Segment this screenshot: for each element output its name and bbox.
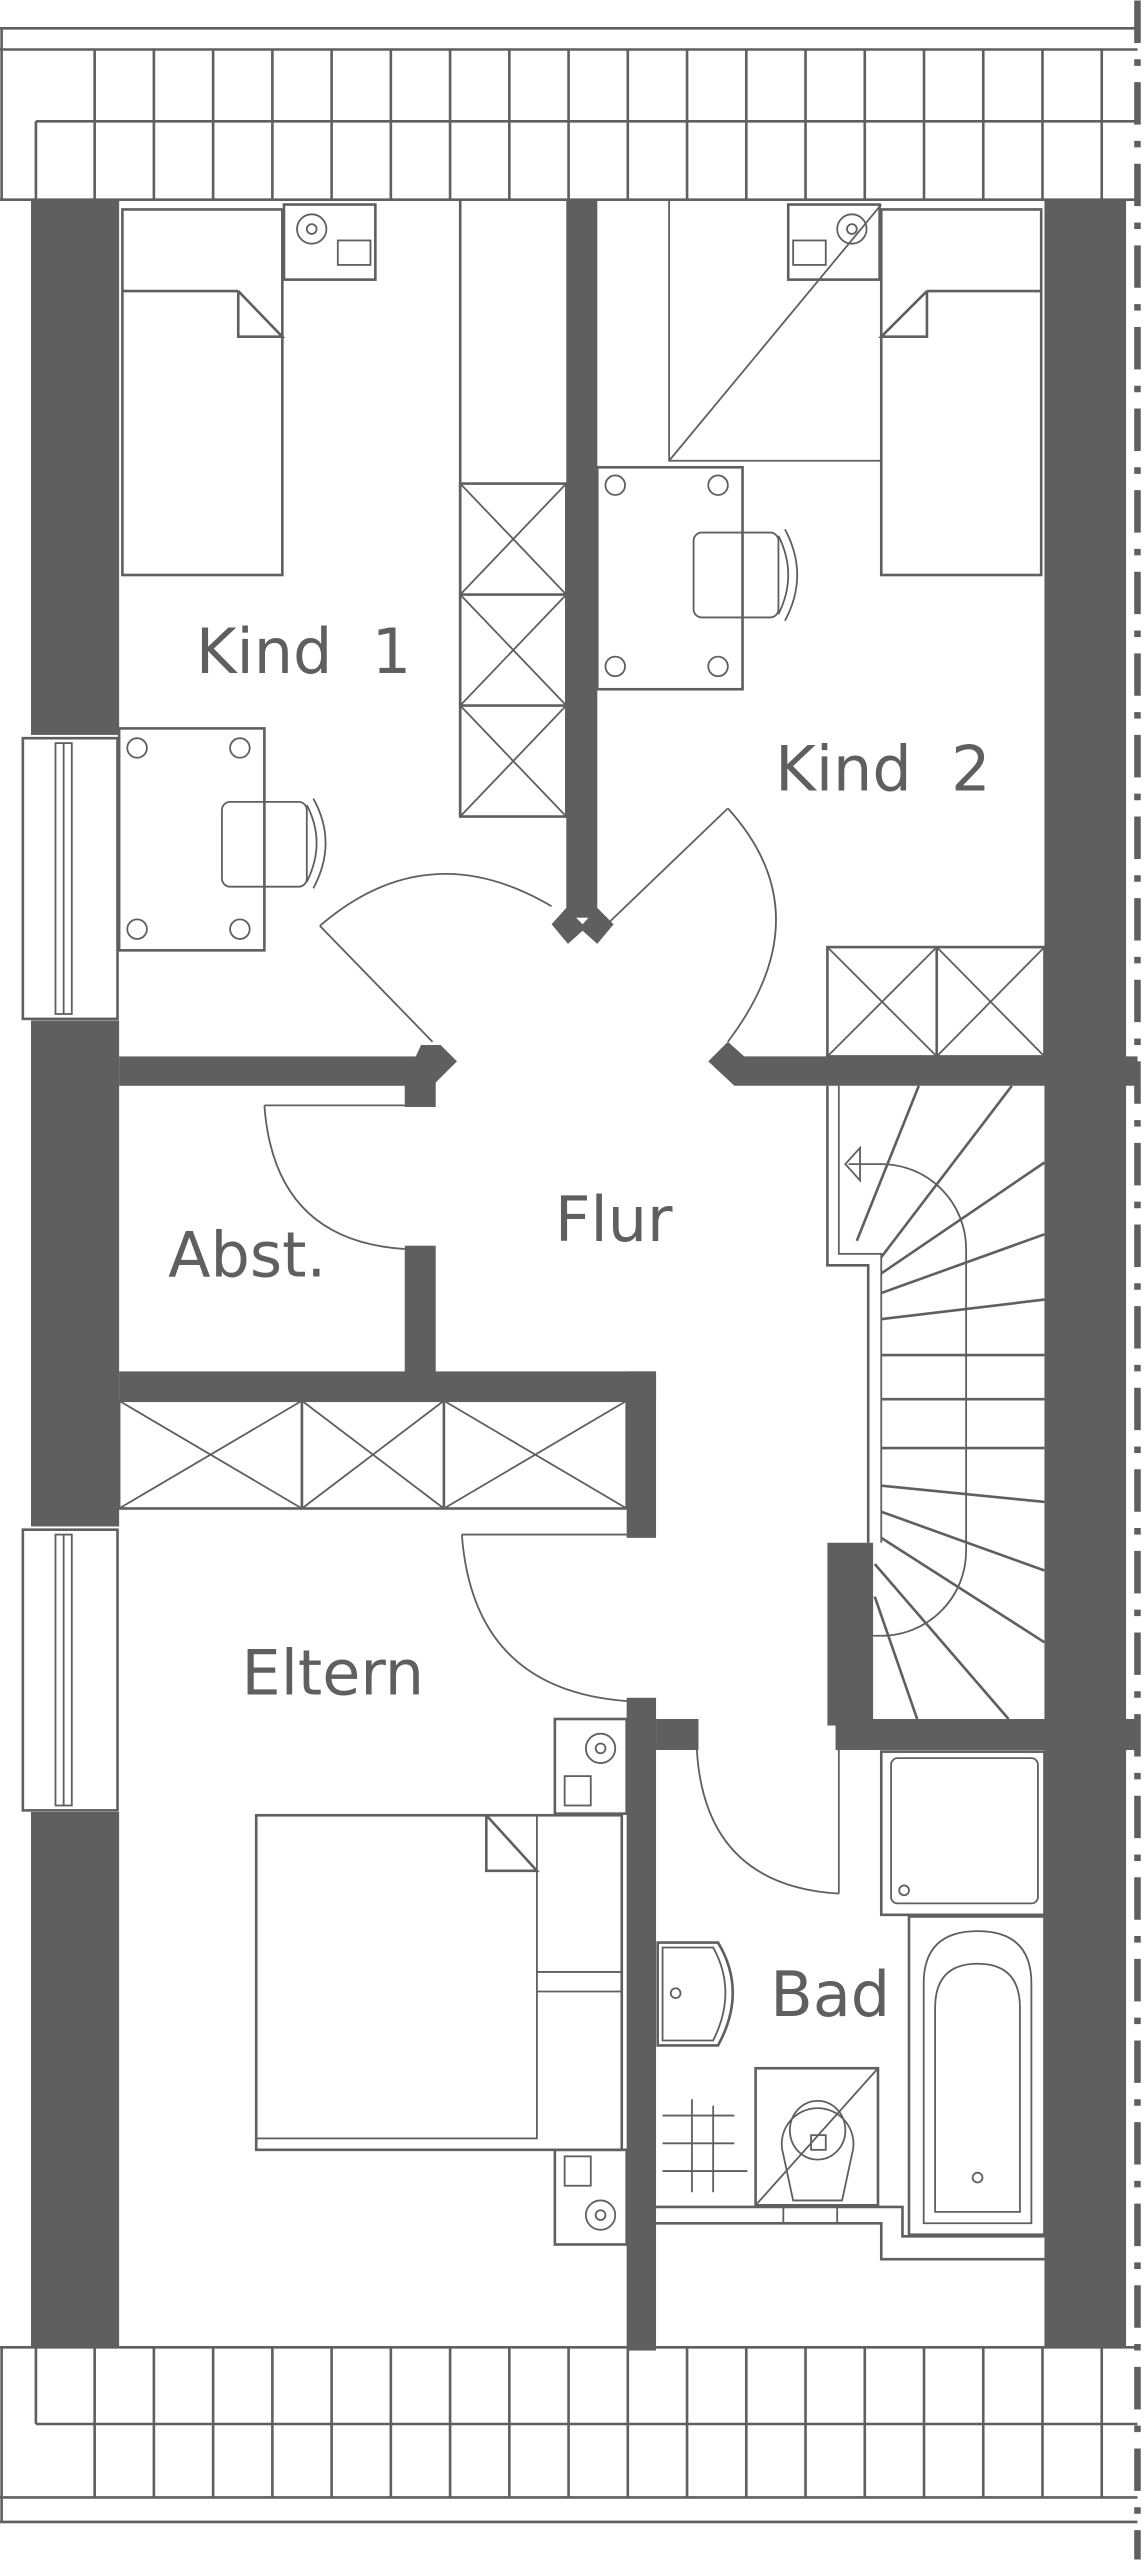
bad-ledge xyxy=(656,2205,1045,2261)
bed-kind2 xyxy=(878,208,1043,577)
desk-kind2 xyxy=(595,465,799,691)
room-label-abstell: Abst. xyxy=(168,1219,326,1292)
door-kind2 xyxy=(606,807,777,1043)
bathtub xyxy=(907,1915,1046,2236)
staircase xyxy=(826,1085,1046,1720)
roof-edge-bottom xyxy=(0,2345,1138,2524)
window-kind1 xyxy=(21,736,119,1021)
stair-tread xyxy=(873,1563,1010,1720)
bed-kind1 xyxy=(121,208,286,577)
towel-radiator xyxy=(662,2099,748,2193)
stair-tread xyxy=(880,1233,1045,1295)
room-label-kind1: Kind 1 xyxy=(196,615,411,688)
stair-tread xyxy=(855,1085,921,1242)
door-kind1 xyxy=(319,873,553,1043)
stair-tread xyxy=(880,1510,1045,1572)
desk-kind1 xyxy=(117,727,327,952)
room-label-flur: Flur xyxy=(555,1183,673,1256)
chimney-shaft xyxy=(668,199,882,462)
stair-tread xyxy=(873,1596,919,1720)
window-eltern xyxy=(21,1528,119,1812)
room-label-eltern: Eltern xyxy=(242,1637,425,1710)
stair-tread xyxy=(881,1484,1045,1504)
wardrobe-kind1 xyxy=(458,199,568,818)
walls xyxy=(31,199,1138,2351)
nightstand-eltern-top xyxy=(553,1717,628,1815)
stair-tread xyxy=(880,1085,1013,1258)
toilet xyxy=(754,2066,880,2207)
door-eltern xyxy=(460,1533,627,1702)
stair-tread xyxy=(880,1536,1046,1644)
door-bad xyxy=(695,1749,840,1895)
wardrobe-kind2 xyxy=(826,945,1046,1058)
nightstand-kind2 xyxy=(786,203,881,281)
washbasin xyxy=(656,1941,734,2047)
shower xyxy=(879,1750,1046,1917)
room-label-bad: Bad xyxy=(770,1958,890,2031)
stair-tread xyxy=(880,1161,1046,1275)
roof-edge-top xyxy=(0,26,1138,201)
double-bed xyxy=(254,1813,624,2152)
room-label-kind2: Kind 2 xyxy=(775,732,990,805)
nightstand-kind1 xyxy=(282,203,377,281)
stair-tread xyxy=(881,1298,1045,1321)
door-abstell xyxy=(263,1104,405,1250)
wardrobe-eltern xyxy=(117,1399,628,1510)
nightstand-eltern-bottom xyxy=(553,2148,628,2246)
